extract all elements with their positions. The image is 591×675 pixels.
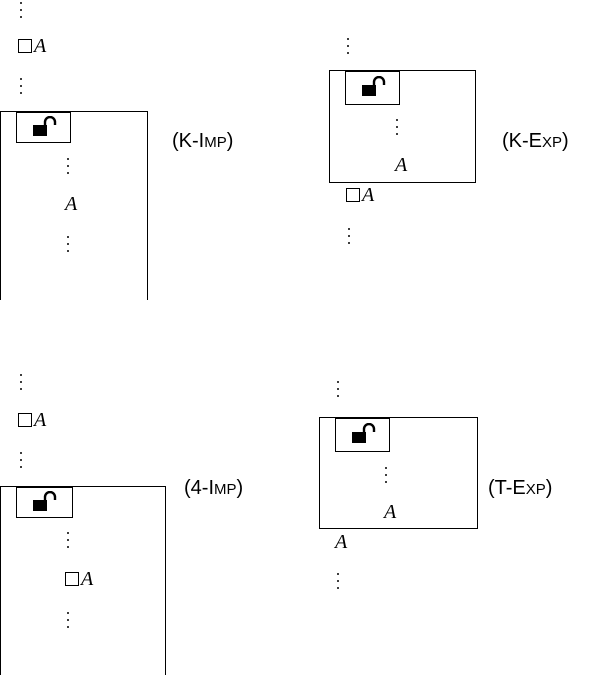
- ellipsis-vertical: [346, 228, 352, 249]
- ellipsis-vertical: [383, 467, 389, 488]
- box-formula: A: [18, 410, 46, 430]
- ellipsis-vertical: [335, 381, 341, 402]
- rule-label: (K-IMP): [172, 130, 234, 152]
- box-operator: [18, 39, 32, 53]
- box-formula: A: [346, 185, 374, 205]
- ellipsis-vertical: [65, 236, 71, 257]
- ellipsis-vertical: [18, 374, 24, 395]
- ellipsis-vertical: [394, 119, 400, 140]
- unlock-box: [16, 112, 71, 143]
- rule-label: (K-EXP): [502, 130, 569, 152]
- subproof-frame: [319, 417, 478, 529]
- box-operator: [18, 413, 32, 427]
- ellipsis-vertical: [18, 452, 24, 473]
- unlocked-padlock-icon: [32, 491, 58, 513]
- unlocked-padlock-icon: [361, 76, 387, 98]
- formula: A: [335, 531, 348, 553]
- formula: A: [384, 501, 397, 523]
- ellipsis-vertical: [65, 612, 71, 633]
- rule-label: (4-IMP): [184, 477, 244, 499]
- unlock-box: [345, 71, 400, 105]
- ellipsis-vertical: [65, 532, 71, 553]
- ellipsis-vertical: [65, 158, 71, 179]
- unlocked-padlock-icon: [351, 423, 377, 445]
- rule-label: (T-EXP): [488, 477, 553, 499]
- box-formula: A: [18, 36, 46, 56]
- box-formula: A: [65, 569, 93, 589]
- subproof-frame: [0, 486, 166, 675]
- ellipsis-vertical: [18, 2, 24, 23]
- box-operator: [65, 572, 79, 586]
- ellipsis-vertical: [335, 573, 341, 594]
- formula: A: [395, 154, 408, 176]
- subproof-frame: [329, 70, 476, 183]
- unlock-box: [16, 487, 73, 518]
- box-operator: [346, 188, 360, 202]
- formula: A: [65, 193, 78, 215]
- unlock-box: [335, 418, 390, 452]
- ellipsis-vertical: [18, 78, 24, 99]
- subproof-frame: [0, 111, 148, 300]
- ellipsis-vertical: [345, 38, 351, 59]
- unlocked-padlock-icon: [32, 116, 58, 138]
